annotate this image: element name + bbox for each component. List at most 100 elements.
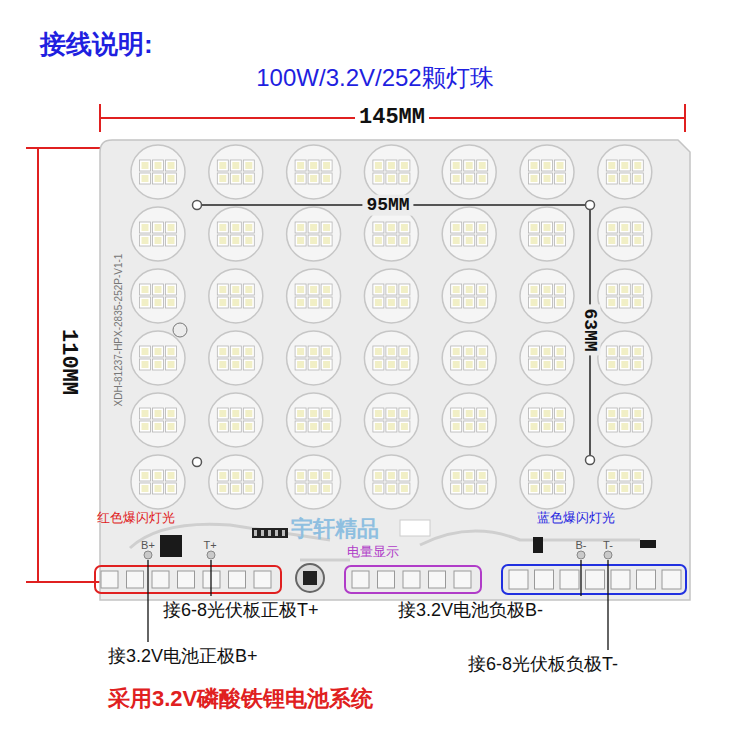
led-chip <box>606 173 617 184</box>
led-phosphor <box>634 286 641 293</box>
led-chip <box>153 297 164 308</box>
led-chip <box>295 173 306 184</box>
led-phosphor <box>479 162 486 169</box>
dimension-tick <box>684 104 686 132</box>
led-phosphor <box>310 472 317 479</box>
led-phosphor <box>375 348 382 355</box>
led-phosphor <box>531 224 538 231</box>
led-pad <box>287 269 341 323</box>
led-chip <box>477 160 488 171</box>
led-chip <box>632 483 643 494</box>
led-phosphor <box>479 485 486 492</box>
led-chip <box>386 421 397 432</box>
led-phosphor <box>219 224 226 231</box>
led-phosphor <box>310 485 317 492</box>
led-chip <box>386 160 397 171</box>
indicator-led <box>611 570 630 589</box>
indicator-led <box>101 571 118 588</box>
led-phosphor <box>323 361 330 368</box>
led-phosphor <box>544 423 551 430</box>
led-phosphor <box>544 410 551 417</box>
led-phosphor <box>168 472 175 479</box>
led-pad <box>598 455 652 509</box>
led-phosphor <box>168 361 175 368</box>
led-phosphor <box>219 423 226 430</box>
led-chip <box>166 359 177 370</box>
led-phosphor <box>142 361 149 368</box>
led-phosphor <box>232 423 239 430</box>
led-chip <box>140 160 151 171</box>
led-phosphor <box>323 224 330 231</box>
led-phosphor <box>155 237 162 244</box>
led-chip <box>632 421 643 432</box>
led-chip <box>243 297 254 308</box>
led-chip <box>632 297 643 308</box>
led-chip <box>606 235 617 246</box>
resistor-pin <box>282 530 285 536</box>
led-chip <box>606 359 617 370</box>
led-chip <box>153 483 164 494</box>
solder-pad <box>144 551 152 559</box>
led-chip <box>529 160 540 171</box>
led-phosphor <box>544 361 551 368</box>
led-phosphor <box>544 162 551 169</box>
led-chip <box>308 222 319 233</box>
led-chip <box>321 346 332 357</box>
led-chip <box>373 235 384 246</box>
led-phosphor <box>401 485 408 492</box>
indicator-led <box>229 571 246 588</box>
led-phosphor <box>388 472 395 479</box>
led-phosphor <box>323 472 330 479</box>
led-phosphor <box>388 175 395 182</box>
led-phosphor <box>232 175 239 182</box>
led-phosphor <box>401 224 408 231</box>
led-chip <box>555 173 566 184</box>
transistor <box>533 537 543 553</box>
led-phosphor <box>621 485 628 492</box>
led-pad <box>442 207 496 261</box>
led-pad <box>287 145 341 199</box>
led-cell <box>209 393 263 447</box>
led-pad <box>520 331 574 385</box>
group-label: 红色爆闪灯光 <box>97 511 175 526</box>
led-phosphor <box>531 348 538 355</box>
led-chip <box>217 346 228 357</box>
led-phosphor <box>453 472 460 479</box>
led-chip <box>321 235 332 246</box>
led-chip <box>399 297 410 308</box>
led-chip <box>321 359 332 370</box>
led-chip <box>477 173 488 184</box>
led-chip <box>606 346 617 357</box>
caption: 采用3.2V磷酸铁锂电池系统 <box>108 686 373 711</box>
led-chip <box>230 222 241 233</box>
led-chip <box>230 346 241 357</box>
led-phosphor <box>388 410 395 417</box>
led-phosphor <box>142 423 149 430</box>
led-pad <box>131 455 185 509</box>
led-chip <box>606 483 617 494</box>
led-phosphor <box>608 299 615 306</box>
led-phosphor <box>557 175 564 182</box>
led-chip <box>555 235 566 246</box>
led-pad <box>131 145 185 199</box>
led-phosphor <box>544 175 551 182</box>
led-chip <box>243 483 254 494</box>
led-phosphor <box>401 162 408 169</box>
led-phosphor <box>245 361 252 368</box>
led-phosphor <box>401 361 408 368</box>
led-chip <box>153 173 164 184</box>
led-chip <box>153 346 164 357</box>
led-phosphor <box>168 423 175 430</box>
led-phosphor <box>310 175 317 182</box>
inductor-core <box>303 571 317 585</box>
led-chip <box>386 359 397 370</box>
led-chip <box>529 284 540 295</box>
led-grid <box>131 145 652 509</box>
led-phosphor <box>608 175 615 182</box>
led-phosphor <box>466 423 473 430</box>
led-chip <box>477 222 488 233</box>
led-phosphor <box>297 361 304 368</box>
led-pad <box>209 331 263 385</box>
led-phosphor <box>245 348 252 355</box>
led-chip <box>606 470 617 481</box>
